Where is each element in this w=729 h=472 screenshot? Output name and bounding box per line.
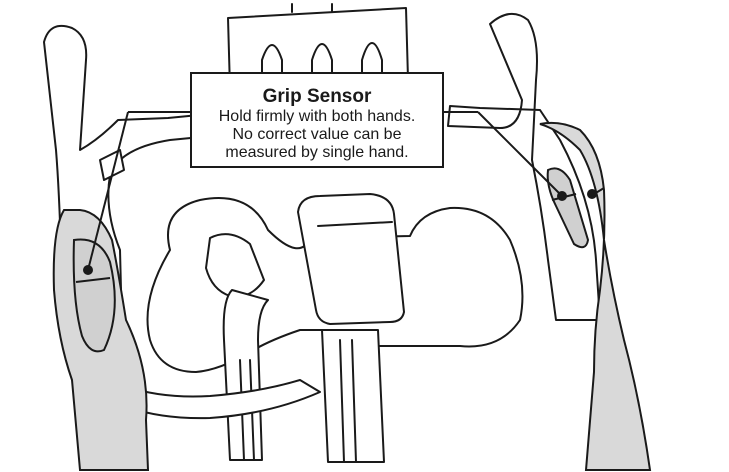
leader-line-left [87, 111, 129, 271]
lower-rail [95, 371, 321, 420]
frame-tube-line [351, 339, 357, 463]
right-grip-sensor [546, 167, 590, 249]
frame-tube-left [222, 289, 269, 461]
left-grip-sensor-band [75, 277, 111, 283]
right-hand-dot [587, 189, 597, 199]
mount-block-edge [317, 221, 393, 227]
right-handlebar [447, 13, 601, 321]
right-sensor-dot [557, 191, 567, 201]
callout-title: Grip Sensor [262, 86, 372, 107]
grip-sensor-callout: Grip Sensor Hold firmly with both hands.… [190, 72, 444, 168]
callout-line: No correct value can be [232, 126, 402, 143]
left-sensor-dot [83, 265, 93, 275]
callout-line: measured by single hand. [225, 144, 409, 161]
frame-tube-line [339, 339, 345, 463]
callout-line: Hold firmly with both hands. [218, 108, 416, 125]
right-hand [539, 121, 652, 471]
left-handlebar-inner [99, 149, 125, 181]
leader-line-right [477, 111, 563, 197]
